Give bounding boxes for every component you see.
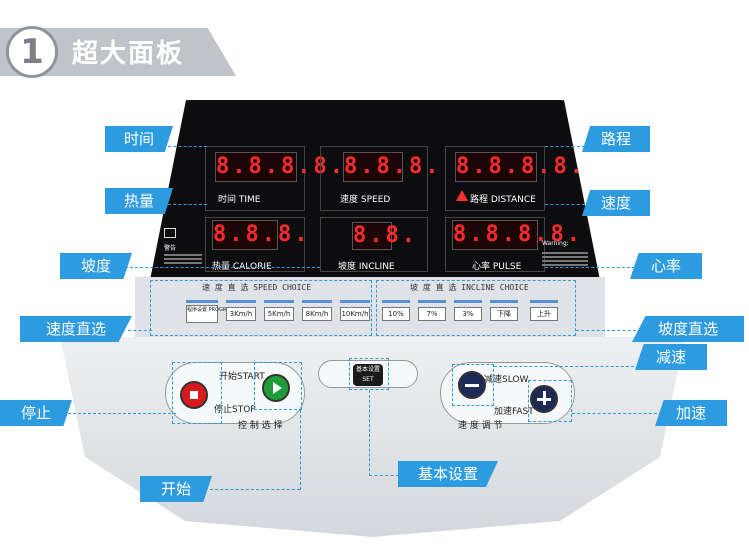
- speed-choice-title: 速 度 直 选 SPEED CHOICE: [202, 283, 312, 292]
- time-display-frame: [205, 146, 305, 211]
- speed-adjust-label: 速 度 调 节: [458, 421, 503, 431]
- warning-title: Warning:: [542, 240, 569, 247]
- incline-display-frame: [320, 217, 428, 272]
- pulse-display-frame: [445, 217, 545, 272]
- start-highlight: [254, 362, 302, 410]
- calorie-display: 8.8.8.: [212, 220, 307, 250]
- incline-10-key[interactable]: 10%: [382, 307, 410, 321]
- display-panel: [150, 100, 600, 280]
- fast-label: 加速FAST: [494, 407, 534, 417]
- stop-leader: [68, 413, 176, 414]
- incline-7-key[interactable]: 7%: [418, 307, 446, 321]
- fast-leader: [572, 413, 662, 414]
- start-leader-h: [210, 489, 300, 490]
- plus-icon-stem: [543, 391, 546, 405]
- key-indicator: [454, 300, 482, 303]
- speed-8-key[interactable]: 8Km/h: [302, 307, 332, 321]
- key-indicator: [490, 300, 518, 303]
- callout-speed-select: 速度直选: [20, 316, 132, 342]
- incline-down-key[interactable]: 下降: [490, 307, 518, 321]
- page-title: 超大面板: [72, 39, 185, 69]
- control-select-label: 控 制 选 择: [238, 421, 283, 431]
- program-key[interactable]: 程序设置 PROGRAM: [186, 305, 234, 323]
- stop-icon: [190, 391, 198, 399]
- start-leader-v: [300, 410, 301, 490]
- key-indicator: [382, 300, 410, 303]
- key-indicator: [418, 300, 446, 303]
- calorie-display-frame: [205, 217, 305, 272]
- incline-label: 坡度 INCLINE: [338, 262, 395, 272]
- warning-text: [542, 250, 588, 268]
- slow-leader: [494, 366, 639, 367]
- set-button[interactable]: 基本设置 SET: [353, 364, 383, 386]
- key-indicator: [264, 300, 294, 303]
- speed-display: 8.8.8.: [343, 152, 438, 182]
- speed-5-key[interactable]: 5Km/h: [264, 307, 294, 321]
- pulse-leader: [545, 267, 635, 268]
- distance-label: 路程 DISTANCE: [470, 195, 536, 205]
- speed-choice-box: [150, 280, 372, 336]
- section-number-badge: 1: [6, 26, 58, 78]
- callout-calorie: 热量: [105, 188, 173, 214]
- incline-leader: [125, 267, 320, 268]
- callout-slow: 减速: [635, 344, 707, 370]
- stop-highlight: [172, 362, 222, 424]
- set-highlight: [349, 358, 389, 390]
- pulse-label: 心率 PULSE: [472, 262, 522, 272]
- callout-incline-select: 坡度直选: [632, 316, 744, 342]
- minus-icon: [465, 384, 479, 387]
- distance-display-frame: [445, 146, 545, 211]
- key-indicator: [226, 300, 256, 303]
- incline-choice-title: 坡 度 直 选 INCLINE CHOICE: [410, 283, 529, 292]
- callout-speed: 速度: [582, 190, 650, 216]
- callout-distance: 路程: [582, 126, 650, 152]
- key-indicator: [530, 300, 558, 303]
- incline-up-key[interactable]: 上升: [530, 307, 558, 321]
- distance-leader: [545, 146, 585, 147]
- callout-fast: 加速: [655, 400, 727, 426]
- book-icon: [164, 228, 176, 238]
- slow-highlight: [452, 364, 494, 406]
- settings-leader-v: [369, 390, 370, 476]
- speed-display-frame: [320, 146, 428, 211]
- callout-pulse: 心率: [630, 253, 702, 279]
- settings-leader-h: [369, 475, 399, 476]
- key-indicator: [340, 300, 370, 303]
- key-indicator: [302, 300, 332, 303]
- slow-label: 减速SLOW: [484, 375, 529, 385]
- incline-3-key[interactable]: 3%: [454, 307, 482, 321]
- incline-choice-box: [376, 280, 576, 336]
- callout-start: 开始: [140, 476, 212, 502]
- calorie-leader: [163, 204, 207, 205]
- stop-label: 停止STOP: [214, 405, 256, 415]
- incline-display: 8.8.: [352, 222, 418, 250]
- speed-select-leader: [128, 330, 152, 331]
- time-label: 时间 TIME: [218, 195, 261, 205]
- calorie-label: 热量 CALORIE: [212, 262, 272, 272]
- key-indicator: [186, 300, 218, 303]
- speed-leader: [545, 204, 585, 205]
- warning-icon: [456, 190, 468, 201]
- incline-select-leader: [576, 330, 636, 331]
- speed-10-key[interactable]: 10Km/h: [340, 307, 370, 321]
- distance-display: 8.8.8.8.: [455, 152, 583, 182]
- pulse-display: 8.8.8.8.: [452, 220, 580, 250]
- callout-incline: 坡度: [60, 253, 132, 279]
- play-icon: [273, 382, 282, 394]
- fast-highlight: [528, 380, 572, 422]
- start-label: 开始START: [219, 372, 265, 382]
- speed-3-key[interactable]: 3Km/h: [226, 307, 256, 321]
- time-leader: [163, 146, 207, 147]
- callout-settings: 基本设置: [398, 461, 498, 487]
- time-display: 8.8.8.8.: [215, 152, 343, 182]
- notice-text: [164, 252, 202, 266]
- callout-time: 时间: [105, 126, 173, 152]
- notice-title: 警告: [164, 245, 177, 252]
- callout-stop: 停止: [0, 400, 72, 426]
- speed-label: 速度 SPEED: [340, 195, 391, 205]
